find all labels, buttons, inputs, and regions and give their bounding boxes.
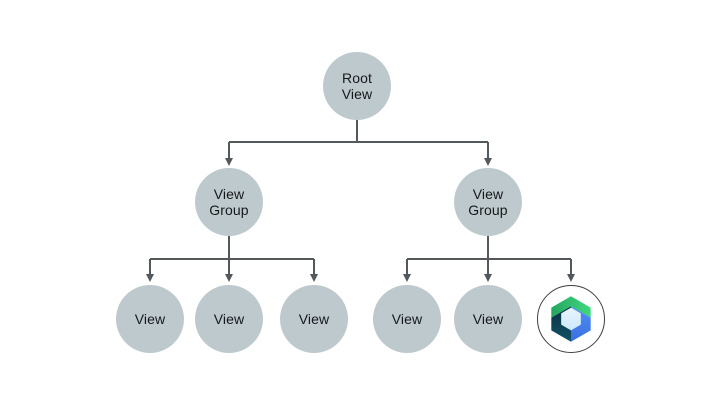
node-view-group-left: View Group (195, 168, 263, 236)
node-view-right-2-label: View (472, 310, 504, 327)
node-view-left-2-label: View (213, 310, 245, 327)
node-view-right-1: View (373, 285, 441, 353)
node-view-left-1: View (116, 285, 184, 353)
node-view-group-right-label: View Group (468, 185, 508, 219)
node-view-left-3-label: View (298, 310, 330, 327)
node-view-left-3: View (280, 285, 348, 353)
node-view-right-1-label: View (391, 310, 423, 327)
node-compose (537, 285, 605, 353)
compose-logo-center-hexagon (561, 307, 581, 331)
connector-lines (149, 120, 572, 274)
compose-logo-top-face (551, 296, 591, 318)
node-root-view-label: Root View (341, 69, 373, 103)
node-view-left-1-label: View (134, 310, 166, 327)
jetpack-compose-logo-icon (551, 296, 591, 342)
node-view-group-left-label: View Group (209, 185, 249, 219)
node-view-group-right: View Group (454, 168, 522, 236)
node-view-right-2: View (454, 285, 522, 353)
node-view-left-2: View (195, 285, 263, 353)
node-root-view: Root View (323, 52, 391, 120)
